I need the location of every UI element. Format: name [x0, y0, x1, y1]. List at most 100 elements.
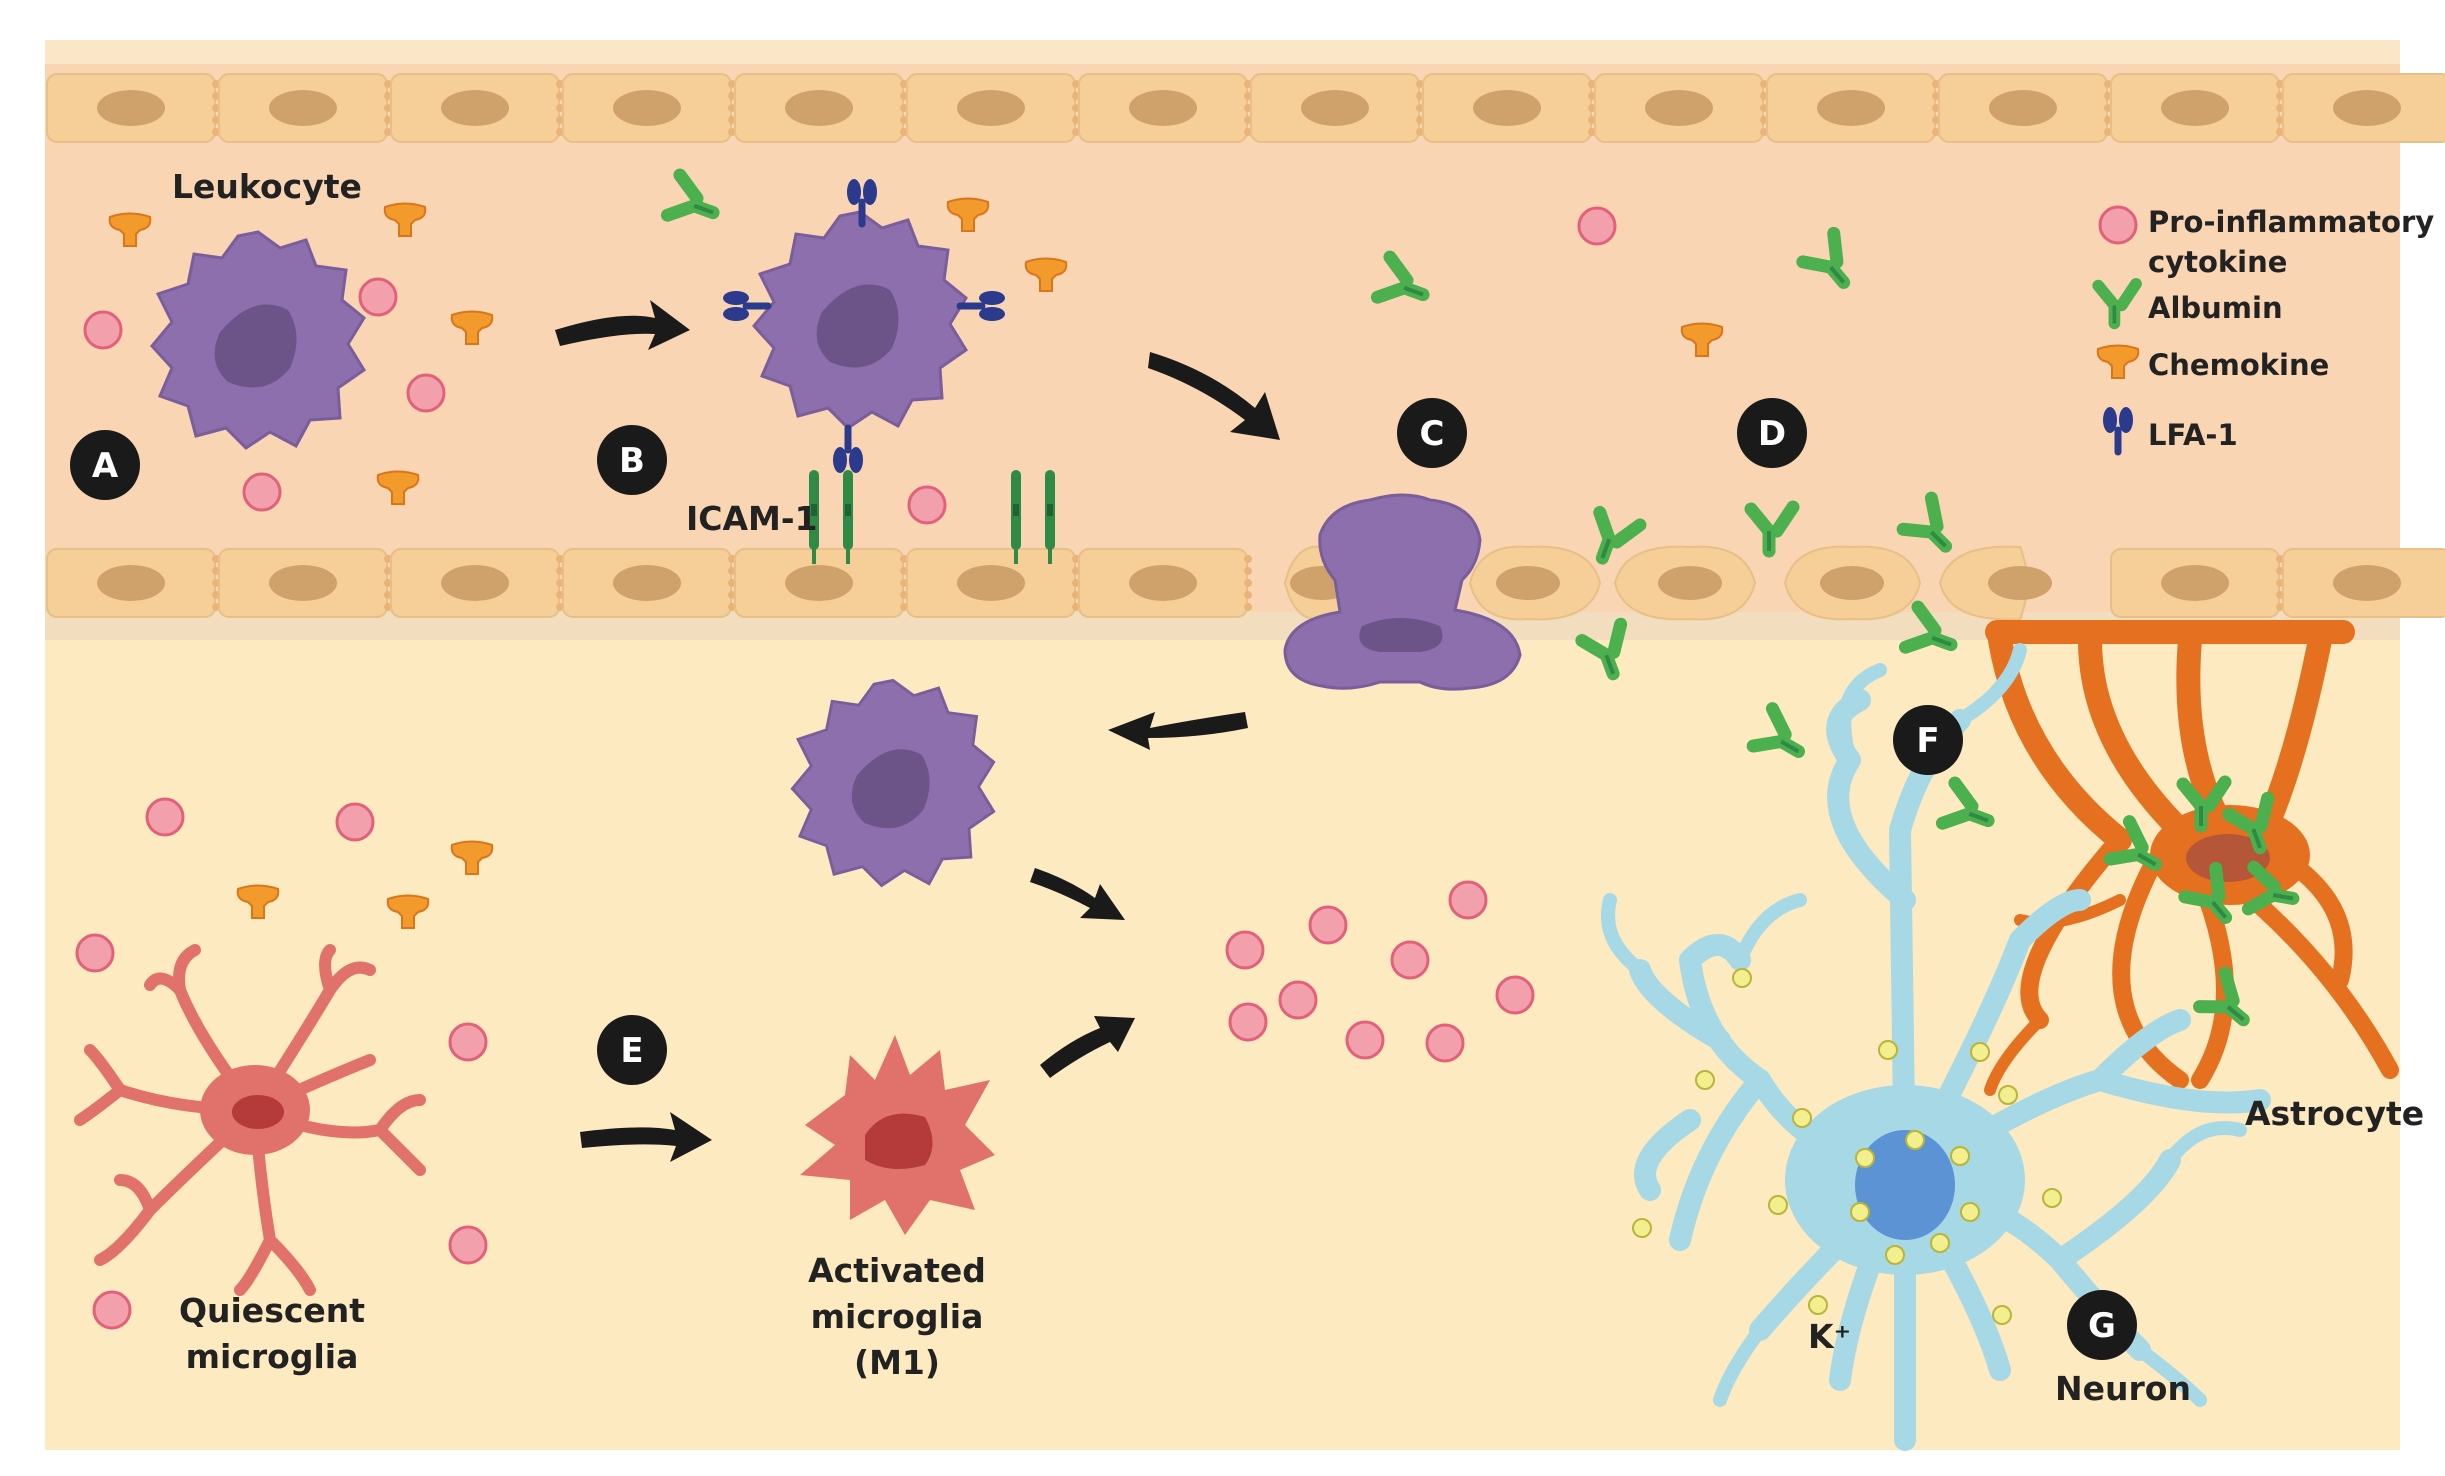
cell-nucleus [269, 90, 337, 126]
potassium-ion-icon [1855, 1148, 1875, 1168]
cell-nucleus [1129, 90, 1197, 126]
cell-nucleus [1817, 90, 1885, 126]
tight-junction [1244, 555, 1252, 563]
cytokine-icon [448, 1225, 488, 1265]
potassium-ion-icon [1960, 1202, 1980, 1222]
cell-nucleus [1989, 90, 2057, 126]
cell-nucleus [441, 90, 509, 126]
neuron-cell [1601, 643, 2271, 1451]
leukocyte-cell [150, 230, 367, 450]
cell-nucleus [785, 90, 853, 126]
cytokine-icon [83, 310, 123, 350]
cell-nucleus [1473, 90, 1541, 126]
arrow-icon [580, 1112, 712, 1162]
cytokine-icon [1345, 1020, 1385, 1060]
cell-nucleus [1820, 566, 1884, 600]
tight-junction [1244, 567, 1252, 575]
cytokine-icon [75, 933, 115, 973]
potassium-ion-icon [1768, 1195, 1788, 1215]
potassium-ion-icon [1970, 1042, 1990, 1062]
leukocyte-label: Leukocyte [172, 167, 362, 206]
cytokine-icon [406, 373, 446, 413]
cell-nucleus [1988, 566, 2052, 600]
cell-nucleus [785, 565, 853, 601]
potassium-ion-icon [2042, 1188, 2062, 1208]
cell-nucleus [97, 90, 165, 126]
cell-nucleus [441, 565, 509, 601]
cell-nucleus [269, 565, 337, 601]
arrow-icon [1030, 868, 1125, 920]
infiltrated-leukocyte [790, 678, 996, 888]
cell-nucleus [1658, 566, 1722, 600]
potassium-ion-icon [1792, 1108, 1812, 1128]
step-badge [2067, 1290, 2137, 1360]
cytokine-icon [358, 277, 398, 317]
arrow-icon [1148, 352, 1280, 440]
step-badge [1397, 398, 1467, 468]
legend-label: cytokine [2148, 245, 2287, 279]
neuron-label: Neuron [2055, 1369, 2191, 1408]
potassium-ion-icon [1905, 1130, 1925, 1150]
endothelial-wall-top [46, 73, 2445, 143]
potassium-ion-icon [1998, 1085, 2018, 1105]
legend: Pro-inflammatory cytokine Albumin Chemok… [2098, 205, 2434, 452]
cytokine-icon [1228, 1002, 1268, 1042]
step-badge [597, 425, 667, 495]
cell-nucleus [2161, 90, 2229, 126]
cytokine-icon [1448, 880, 1488, 920]
cell-nucleus [1129, 565, 1197, 601]
cytokine-icon [1577, 206, 1617, 246]
cytokine-icon [1425, 1023, 1465, 1063]
cytokine-icon [1390, 940, 1430, 980]
quiescent-microglia-cell [74, 944, 426, 1296]
cytokine-icon [242, 472, 282, 512]
cytokine-icon [335, 802, 375, 842]
cell-nucleus [2161, 565, 2229, 601]
step-badge-letter: C [1420, 414, 1445, 454]
step-badge-letter: F [1916, 721, 1939, 761]
potassium-ion-icon [1885, 1245, 1905, 1265]
step-badge [1737, 398, 1807, 468]
icam1-label: ICAM-1 [686, 499, 818, 538]
legend-label: Chemokine [2148, 348, 2329, 382]
cytokine-icon [1495, 975, 1535, 1015]
cytokine-icon [448, 1022, 488, 1062]
step-badge-letter: D [1758, 414, 1786, 454]
quiescent-microglia-label-line2: microglia [186, 1337, 359, 1376]
process-arrows [555, 300, 1280, 1162]
transmigrating-leukocyte [1283, 493, 1522, 691]
potassium-ion-icon [1930, 1233, 1950, 1253]
step-badge-letter: B [619, 441, 645, 481]
arrow-icon [555, 300, 690, 350]
activated-microglia-cell [800, 1035, 995, 1235]
potassium-label: K⁺ [1808, 1317, 1851, 1356]
activated-microglia-label-line2: microglia [811, 1297, 984, 1336]
arrow-icon [1040, 1016, 1135, 1078]
tight-junction [1244, 603, 1252, 611]
cell-nucleus [957, 565, 1025, 601]
tight-junction [1244, 591, 1252, 599]
legend-label: Albumin [2148, 291, 2283, 325]
vessel-top-edge [45, 40, 2400, 64]
potassium-ion-icon [1632, 1218, 1652, 1238]
astrocyte-cell [1984, 620, 2399, 1096]
cytokine-icon [92, 1290, 132, 1330]
cytokine-icon [907, 485, 947, 525]
potassium-ion-icon [1878, 1040, 1898, 1060]
cell-nucleus [2333, 90, 2401, 126]
quiescent-microglia-label-line1: Quiescent [179, 1291, 365, 1330]
cytokine-icon [1225, 930, 1265, 970]
step-badge-letter: E [620, 1031, 643, 1071]
cytokine-icon [145, 797, 185, 837]
cell-nucleus [97, 565, 165, 601]
arrow-icon [1108, 712, 1248, 750]
cell-nucleus [957, 90, 1025, 126]
step-badge [70, 430, 140, 500]
cell-nucleus [613, 565, 681, 601]
potassium-ion-icon [1732, 968, 1752, 988]
step-badge-letter: G [2088, 1306, 2116, 1346]
cell-nucleus [613, 90, 681, 126]
step-badge [1893, 705, 1963, 775]
